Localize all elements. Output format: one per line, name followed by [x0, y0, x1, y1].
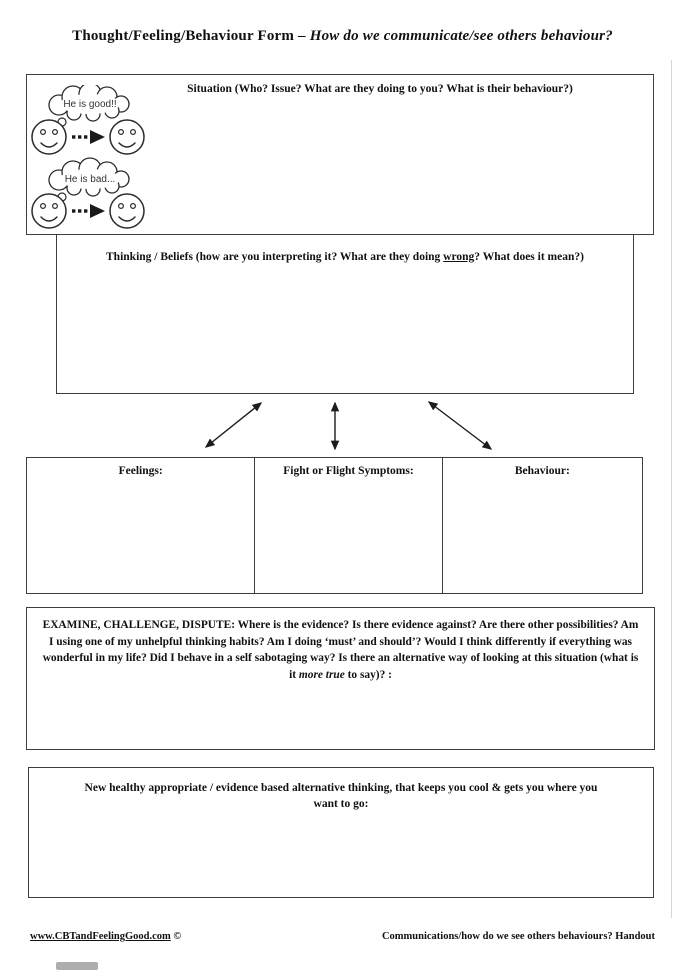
thinking-beliefs-box: Thinking / Beliefs (how are you interpre…: [56, 234, 634, 394]
feelings-symptoms-behaviour-table: Feelings: Fight or Flight Symptoms: Beha…: [26, 457, 643, 594]
footer-handout-label: Communications/how do we see others beha…: [381, 931, 655, 942]
bubble-text-good: He is good!!: [63, 99, 116, 110]
thinking-beliefs-heading: Thinking / Beliefs (how are you interpre…: [57, 235, 633, 266]
examine-text-pre: EXAMINE, CHALLENGE, DISPUTE: Where is th…: [42, 619, 639, 681]
smiley-face-pair-icon: [31, 119, 145, 155]
new-healthy-thinking-heading: New healthy appropriate / evidence based…: [84, 782, 598, 810]
scan-smudge-artifact: [56, 962, 98, 970]
page-title-subtitle: How do we communicate/see others behavio…: [309, 28, 613, 44]
bubble-text-bad: He is bad...: [65, 174, 116, 185]
smiley-face-pair-icon: [31, 193, 145, 229]
scan-edge-artifact: [671, 60, 672, 918]
connector-arrows: [204, 401, 493, 451]
copyright-symbol: ©: [170, 931, 182, 942]
perception-illustration: He is good!! He is bad...: [31, 85, 145, 229]
examine-heading: EXAMINE, CHALLENGE, DISPUTE: Where is th…: [27, 608, 654, 683]
page-title-main: Thought/Feeling/Behaviour Form –: [72, 28, 310, 44]
thinking-heading-pre: Thinking / Beliefs (how are you interpre…: [106, 251, 444, 263]
situation-heading: Situation (Who? Issue? What are they doi…: [187, 83, 573, 95]
examine-challenge-dispute-box: EXAMINE, CHALLENGE, DISPUTE: Where is th…: [26, 607, 655, 750]
page-title: Thought/Feeling/Behaviour Form – How do …: [0, 28, 685, 45]
examine-text-post: to say)? :: [344, 668, 392, 681]
new-healthy-thinking-box: New healthy appropriate / evidence based…: [28, 767, 654, 898]
behaviour-header: Behaviour:: [514, 465, 570, 477]
fight-or-flight-header: Fight or Flight Symptoms:: [283, 465, 414, 477]
double-headed-arrow-left: [204, 402, 263, 448]
feelings-cell: Feelings:: [27, 458, 254, 593]
thinking-heading-wrong: wrong: [443, 251, 475, 263]
situation-box: Situation (Who? Issue? What are they doi…: [26, 74, 654, 235]
behaviour-cell: Behaviour:: [441, 458, 642, 593]
website-link[interactable]: www.CBTandFeelingGood.com: [30, 931, 171, 942]
fight-or-flight-cell: Fight or Flight Symptoms:: [254, 458, 441, 593]
thinking-heading-post: ? What does it mean?): [474, 251, 584, 263]
examine-text-more-true: more true: [298, 668, 345, 681]
double-headed-arrow-right: [427, 401, 493, 450]
footer-left: www.CBTandFeelingGood.com ©: [30, 931, 181, 942]
feelings-header: Feelings:: [118, 465, 163, 477]
